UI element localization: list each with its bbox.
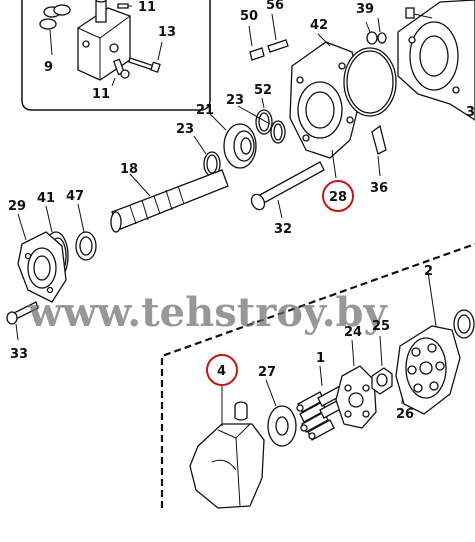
part-label-52: 52 — [254, 83, 272, 98]
part-label-32: 32 — [274, 222, 292, 237]
pin-56 — [267, 39, 289, 53]
part-label-21: 21 — [196, 103, 214, 118]
valve-port — [109, 43, 119, 53]
part-label-1: 1 — [316, 351, 325, 366]
pin-36 — [371, 124, 387, 155]
part-label-18: 18 — [120, 162, 138, 177]
lower-assembly — [160, 242, 475, 509]
part-label-50: 50 — [240, 9, 258, 24]
watermark-text: www.tehstroy.by — [27, 289, 389, 336]
inset-frame — [21, 0, 211, 111]
part-label-47: 47 — [66, 189, 84, 204]
part-label-27: 27 — [258, 365, 276, 380]
o-ring-9c — [39, 18, 57, 30]
part-label-24: 24 — [344, 325, 362, 340]
swash-plate-4 — [189, 423, 265, 509]
part-label-23b: 23 — [176, 122, 194, 137]
part-label-28: 28 — [329, 190, 347, 205]
inset-valve-detail — [21, 0, 211, 111]
part-label-33: 33 — [10, 347, 28, 362]
part-label-41: 41 — [37, 191, 55, 206]
valve-fitting — [95, 0, 107, 23]
part-label-4: 4 — [217, 364, 226, 379]
part-label-2: 2 — [424, 264, 433, 279]
part-label-11b: 11 — [92, 87, 110, 102]
part-label-3: 3 — [466, 105, 475, 120]
highlight-circle-4 — [206, 354, 238, 386]
bolt-13 — [128, 57, 155, 71]
part-label-29: 29 — [8, 199, 26, 214]
highlight-circle-28 — [322, 180, 354, 212]
section-bracket — [160, 242, 475, 508]
upper-assembly — [6, 0, 475, 341]
part-label-11a: 11 — [138, 0, 156, 15]
fitting-39a — [366, 31, 378, 45]
part-label-56: 56 — [266, 0, 284, 13]
part-label-25: 25 — [372, 319, 390, 334]
part-label-36: 36 — [370, 181, 388, 196]
fitting-39b — [377, 32, 387, 44]
bolt-32 — [257, 161, 325, 205]
shaft-18 — [111, 169, 229, 231]
part-labels: 11 13 9 11 50 56 42 39 3 21 23 52 23 18 … — [8, 0, 475, 422]
part-label-9: 9 — [44, 60, 53, 75]
o-ring-9b — [53, 4, 71, 16]
part-label-39: 39 — [356, 2, 374, 17]
part-label-13: 13 — [158, 25, 176, 40]
part-label-26: 26 — [396, 407, 414, 422]
part-label-23a: 23 — [226, 93, 244, 108]
part-label-42: 42 — [310, 18, 328, 33]
housing-fitting — [405, 7, 415, 19]
plug-50 — [249, 47, 265, 61]
